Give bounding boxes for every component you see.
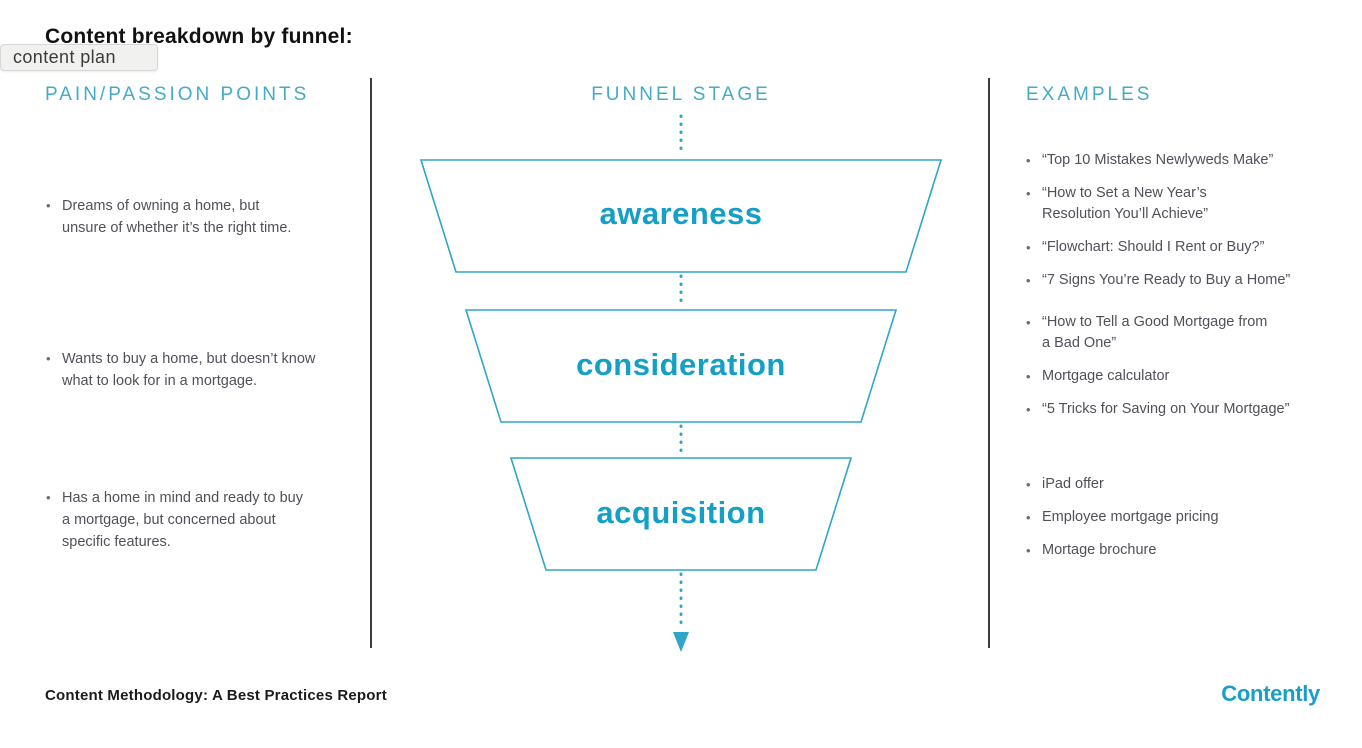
report-title: Content Methodology: A Best Practices Re… bbox=[45, 687, 387, 704]
funnel-stage-label: consideration bbox=[576, 347, 786, 382]
funnel-diagram bbox=[372, 108, 990, 658]
funnel-stage-header: FUNNEL STAGE bbox=[591, 84, 771, 105]
funnel-tier-consideration bbox=[464, 309, 898, 423]
divider-right bbox=[988, 78, 990, 648]
examples-header: EXAMPLES bbox=[1026, 84, 1153, 105]
example-item: Employee mortgage pricing bbox=[1026, 507, 1354, 528]
example-item: Mortage brochure bbox=[1026, 540, 1354, 561]
examples-group-consideration: “How to Tell a Good Mortgage from a Bad … bbox=[1026, 312, 1354, 432]
tooltip: content plan bbox=[0, 44, 158, 71]
funnel-stage-label: acquisition bbox=[596, 495, 766, 530]
funnel-tier-acquisition bbox=[509, 457, 853, 571]
example-item: “How to Set a New Year’s Resolution You’… bbox=[1026, 183, 1354, 225]
funnel-tier-awareness bbox=[419, 159, 943, 273]
example-item: “7 Signs You’re Ready to Buy a Home” bbox=[1026, 270, 1354, 291]
examples-group-awareness: “Top 10 Mistakes Newlyweds Make” “How to… bbox=[1026, 150, 1354, 303]
divider-left bbox=[370, 78, 372, 648]
examples-group-acquisition: iPad offer Employee mortgage pricing Mor… bbox=[1026, 474, 1354, 573]
pain-point-item: Wants to buy a home, but doesn’t know wh… bbox=[46, 348, 362, 392]
example-item: Mortgage calculator bbox=[1026, 366, 1354, 387]
contently-logo: Contently bbox=[1221, 681, 1320, 706]
example-item: “Flowchart: Should I Rent or Buy?” bbox=[1026, 237, 1354, 258]
example-item: “Top 10 Mistakes Newlyweds Make” bbox=[1026, 150, 1354, 171]
example-item: “5 Tricks for Saving on Your Mortgage” bbox=[1026, 399, 1354, 420]
page-title: Content breakdown by funnel: bbox=[45, 25, 353, 48]
arrow-down-icon bbox=[673, 632, 689, 652]
pain-point-item: Dreams of owning a home, but unsure of w… bbox=[46, 195, 362, 239]
pain-point-item: Has a home in mind and ready to buy a mo… bbox=[46, 487, 362, 553]
example-item: iPad offer bbox=[1026, 474, 1354, 495]
example-item: “How to Tell a Good Mortgage from a Bad … bbox=[1026, 312, 1354, 354]
funnel-stage-label: awareness bbox=[599, 196, 763, 231]
funnel-svg bbox=[419, 114, 943, 652]
pain-points-header: PAIN/PASSION POINTS bbox=[45, 84, 310, 105]
